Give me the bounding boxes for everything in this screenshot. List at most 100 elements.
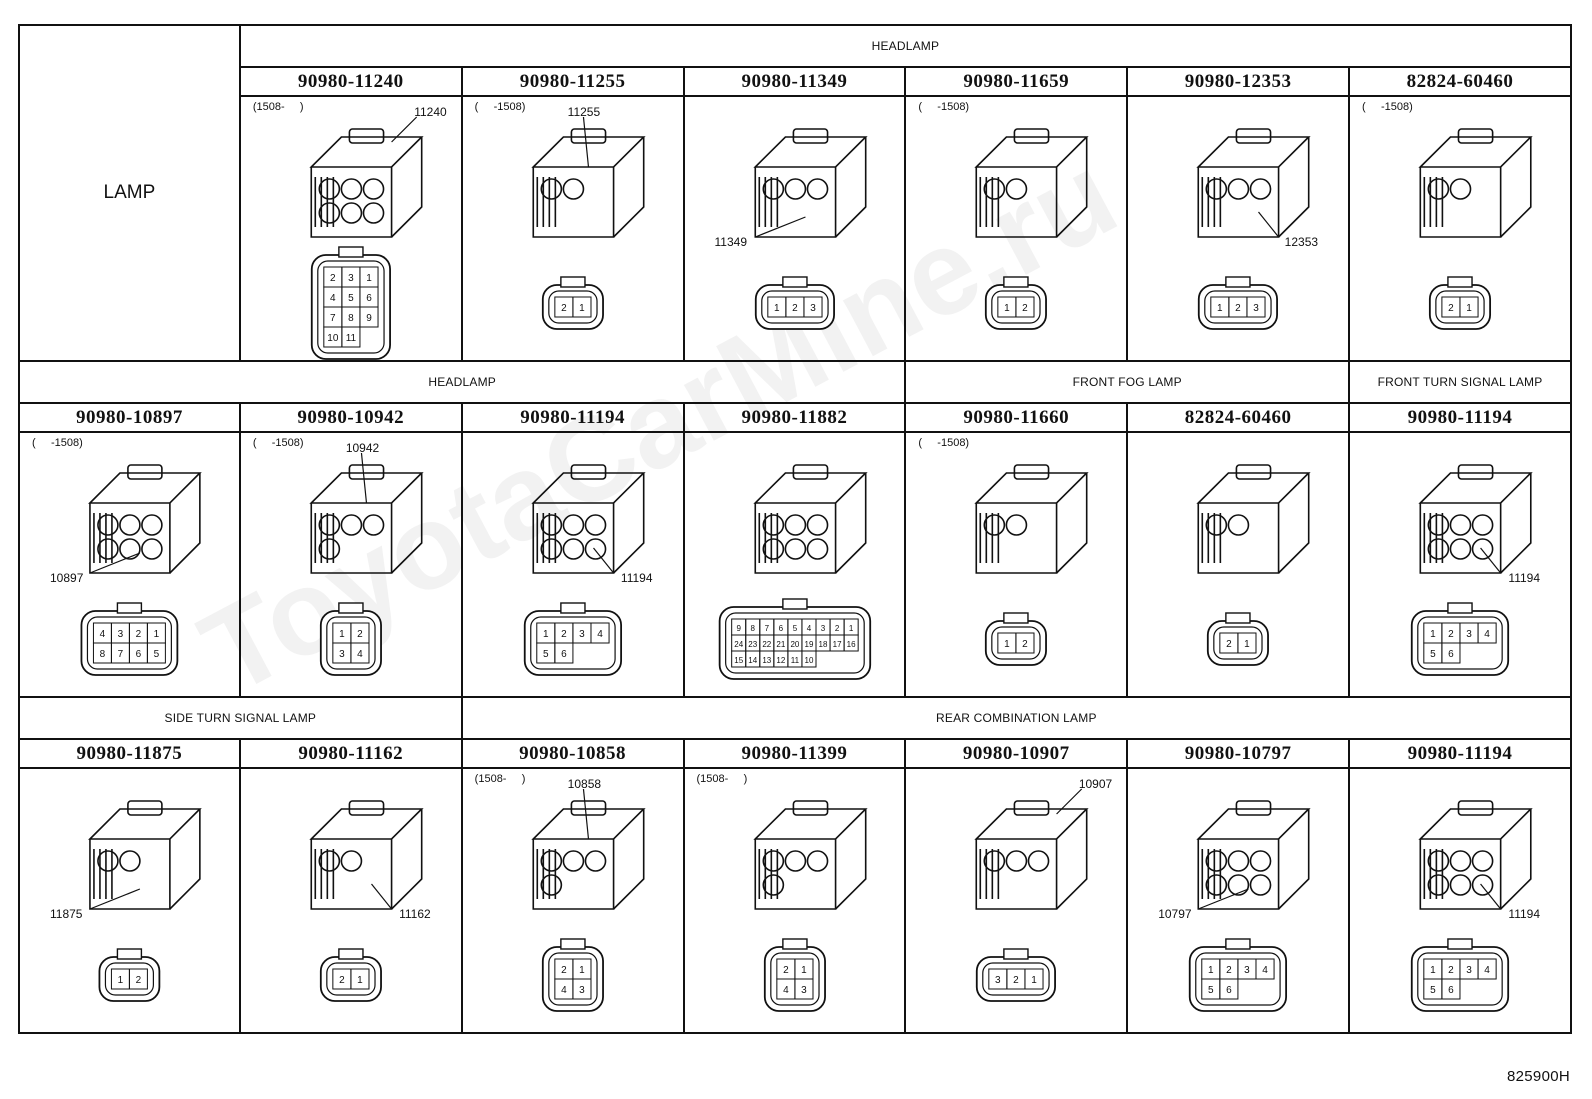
- pin-cavity: [359, 306, 379, 328]
- pin-number: 2: [136, 629, 142, 640]
- connector-drawing: [1418, 800, 1533, 910]
- pin-number: 5: [348, 293, 354, 304]
- callout-leader: [582, 116, 589, 168]
- pin-number: 1: [848, 624, 853, 633]
- pin-number: 12: [776, 656, 785, 665]
- part-number: 90980-11240: [238, 66, 463, 97]
- part-number: 90980-12353: [1126, 66, 1351, 97]
- connector-drawing: [531, 464, 646, 574]
- callout-label: 11875: [50, 907, 83, 921]
- pin-number: 2: [561, 965, 567, 976]
- callout-label: 11194: [1508, 907, 1540, 921]
- callout-label: 11240: [414, 105, 447, 119]
- pin-cavity: [800, 650, 817, 668]
- pin-number: 4: [1484, 629, 1490, 640]
- pin-number: 7: [330, 313, 336, 324]
- footer-code: 825900H: [1507, 1068, 1570, 1085]
- pin-number: 6: [136, 649, 142, 660]
- pin-cavity: [1219, 978, 1239, 1000]
- part-number: 82824-60460: [1126, 402, 1351, 433]
- pin-number: 5: [154, 649, 160, 660]
- part-number: 90980-11194: [1348, 402, 1572, 433]
- pin-number: 22: [762, 640, 771, 649]
- pin-number: 2: [561, 303, 567, 314]
- pin-cavity: [146, 642, 166, 664]
- pin-cavity: [128, 968, 148, 990]
- pin-number: 4: [357, 649, 363, 660]
- group-header: FRONT TURN SIGNAL LAMP: [1348, 360, 1572, 404]
- part-number: 90980-11162: [238, 738, 463, 769]
- pin-number: 2: [1448, 629, 1454, 640]
- group-header: FRONT FOG LAMP: [904, 360, 1351, 404]
- pin-cavity: [802, 296, 823, 318]
- pin-cavity: [1024, 968, 1044, 990]
- pin-cavity: [341, 326, 361, 348]
- pin-number: 3: [1253, 303, 1259, 314]
- pin-number: 5: [1430, 985, 1436, 996]
- pin-number: 2: [1226, 639, 1232, 650]
- lamp-label: LAMP: [103, 182, 156, 203]
- pin-cavity: [1441, 642, 1461, 664]
- pin-number: 1: [1217, 303, 1223, 314]
- connector-illustration: 1 2 3: [1196, 128, 1311, 330]
- pin-cavity: [1477, 622, 1497, 644]
- pin-number: 4: [1262, 965, 1268, 976]
- pin-number: 8: [100, 649, 106, 660]
- pin-number: 15: [734, 656, 743, 665]
- connector-drawing: [531, 128, 646, 238]
- pin-number: 4: [806, 624, 811, 633]
- part-number: 90980-11659: [904, 66, 1129, 97]
- connector-drawing: [752, 128, 868, 238]
- pin-number: 8: [348, 313, 354, 324]
- pin-number: 6: [1448, 985, 1454, 996]
- callout-leader: [1480, 547, 1502, 574]
- callout-label: 11349: [714, 235, 747, 249]
- pin-number: 2: [330, 273, 336, 284]
- pin-number: 2: [1235, 303, 1241, 314]
- pin-cavity: [793, 978, 814, 1000]
- pin-number: 1: [774, 303, 780, 314]
- pin-number: 1: [1208, 965, 1214, 976]
- pin-number: 21: [776, 640, 785, 649]
- pin-number: 2: [1013, 975, 1019, 986]
- pin-number: 20: [790, 640, 799, 649]
- date-range-note: ( -1508): [32, 437, 83, 449]
- pin-number: 18: [818, 640, 827, 649]
- part-number: 90980-10797: [1126, 738, 1351, 769]
- pin-number: 3: [118, 629, 124, 640]
- pin-number: 5: [543, 649, 549, 660]
- pin-number: 1: [339, 629, 345, 640]
- pin-number: 1: [1430, 629, 1436, 640]
- callout-label: 11194: [620, 571, 653, 585]
- pin-number: 4: [597, 629, 603, 640]
- part-number: 90980-10858: [460, 738, 685, 769]
